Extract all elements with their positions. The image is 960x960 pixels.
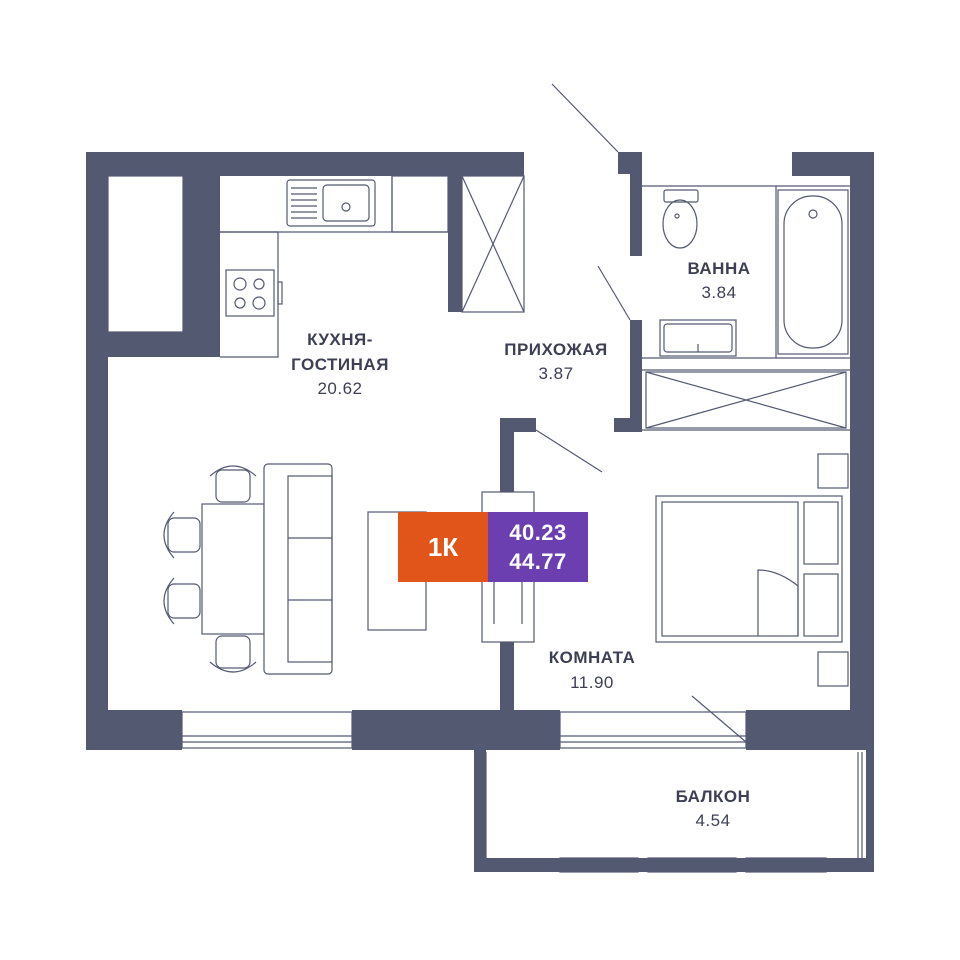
doors — [535, 83, 747, 743]
wall-bottom-middle — [352, 710, 560, 750]
kitchen-label-line2: ГОСТИНАЯ — [291, 355, 389, 374]
bathroom-fixtures — [659, 189, 849, 357]
hall-area: 3.87 — [538, 364, 573, 383]
balcony-area: 4.54 — [695, 811, 730, 830]
window-room — [559, 711, 747, 749]
label-hall: ПРИХОЖАЯ 3.87 — [504, 340, 608, 383]
badge-type-bg — [398, 512, 488, 582]
sofa — [263, 463, 333, 675]
nightstand — [817, 453, 849, 489]
toilet-icon — [662, 189, 699, 249]
window-kitchen — [181, 711, 353, 749]
badge-total-area: 44.77 — [509, 549, 567, 574]
chair-icon — [163, 577, 201, 625]
badge-area-bg — [488, 512, 588, 582]
wall-bath-left-upper — [630, 152, 642, 256]
wall-left-outer — [86, 152, 108, 750]
wall-hall-stub — [614, 418, 642, 432]
label-kitchen: КУХНЯ- ГОСТИНАЯ 20.62 — [291, 330, 389, 398]
wall-shaft — [448, 176, 462, 312]
room-label: КОМНАТА — [549, 648, 636, 667]
balcony-label: БАЛКОН — [676, 787, 751, 806]
washbasin-icon — [659, 319, 737, 357]
chair-icon — [209, 465, 257, 503]
wall-balcony-right — [866, 750, 874, 872]
stove-icon — [225, 269, 283, 317]
nightstand — [817, 651, 849, 687]
window-balcony-right — [857, 752, 863, 858]
thin-walls — [642, 185, 850, 431]
wall-bottom-left — [86, 710, 182, 750]
chair-icon — [163, 511, 201, 559]
balcony-glazing — [559, 857, 827, 873]
wall-balcony-left — [474, 750, 486, 872]
kitchen-area: 20.62 — [317, 379, 362, 398]
kitchen-label-line1: КУХНЯ- — [307, 330, 373, 349]
hall-wardrobe — [645, 371, 847, 429]
hall-label: ПРИХОЖАЯ — [504, 340, 608, 359]
ventilation-shaft — [461, 175, 525, 313]
sink-icon — [286, 179, 376, 227]
dining-table — [201, 503, 265, 635]
wardrobe-left — [107, 175, 184, 333]
apartment-badge: 1К 40.23 44.77 — [398, 512, 588, 582]
bathtub-icon — [777, 189, 849, 355]
label-bath: ВАННА 3.84 — [687, 259, 750, 302]
dining-set — [163, 465, 265, 673]
chair-icon — [209, 635, 257, 673]
windows — [181, 711, 863, 873]
bath-door-leaf — [597, 265, 631, 321]
wall-right-outer — [850, 152, 874, 750]
room-door-leaf — [535, 429, 603, 473]
balcony-door-leaf — [691, 695, 747, 743]
wall-left-ledge — [108, 332, 220, 357]
wall-top-left — [86, 152, 524, 176]
badge-living-area: 40.23 — [509, 520, 567, 545]
walls — [86, 152, 874, 872]
entrance-door-leaf — [551, 83, 619, 153]
label-room: КОМНАТА 11.90 — [549, 648, 636, 692]
bath-area: 3.84 — [701, 283, 736, 302]
wall-room-divider-top — [500, 418, 536, 432]
kitchen-fixtures — [107, 175, 525, 358]
fridge — [391, 175, 449, 233]
bath-label: ВАННА — [687, 259, 750, 278]
bed — [655, 495, 843, 643]
wall-balcony-bottom — [474, 858, 874, 872]
wall-top-right — [792, 152, 874, 176]
label-balcony: БАЛКОН 4.54 — [676, 787, 751, 830]
badge-apartment-type: 1К — [428, 532, 458, 562]
room-area: 11.90 — [570, 673, 614, 692]
wall-left-column — [183, 176, 220, 357]
wall-bath-left-lower — [630, 320, 642, 432]
